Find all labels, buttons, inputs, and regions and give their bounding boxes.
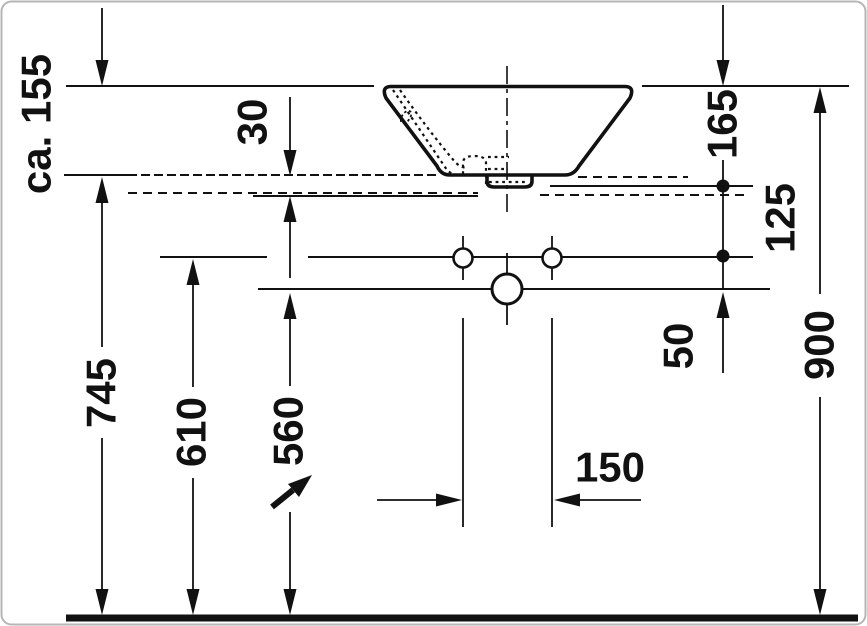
- dim-label-900: 900: [796, 310, 843, 380]
- dim-label-125: 125: [757, 183, 804, 253]
- washbasin-overflow-outlet-dotted: [461, 154, 488, 186]
- arrow-up-countertop: [95, 177, 109, 203]
- dim-label-ca155: ca. 155: [13, 54, 60, 194]
- arrow-up-560: [283, 293, 297, 319]
- northeast-arrow: [270, 487, 295, 510]
- drain-hole: [490, 272, 524, 306]
- dim-label-560: 560: [265, 396, 312, 466]
- arrow-up-900: [813, 87, 827, 113]
- overflow-hole-dotted: [399, 109, 413, 125]
- arrow-down-30: [283, 150, 297, 176]
- arrow-left-150: [554, 493, 580, 507]
- dim-label-745: 745: [78, 358, 125, 428]
- arrow-down-floor-610: [186, 589, 200, 615]
- dim-label-30: 30: [229, 99, 276, 146]
- arrow-down-floor-900: [813, 589, 827, 615]
- tap-hole-left: [452, 247, 474, 269]
- northeast-arrow-head: [288, 475, 312, 497]
- arrow-right-150: [436, 493, 462, 507]
- arrow-up-30-counter: [283, 196, 297, 222]
- dim-label-165: 165: [699, 89, 746, 159]
- arrow-up-610: [186, 259, 200, 285]
- arrow-down-floor-560: [283, 589, 297, 615]
- dim-label-50: 50: [655, 323, 702, 370]
- dim-label-610: 610: [168, 397, 215, 467]
- washbasin-inner-wall-dotted: [392, 89, 461, 177]
- tap-hole-right: [541, 247, 563, 269]
- arrow-down-rim-left: [95, 60, 109, 86]
- arrow-down-floor-745: [95, 589, 109, 615]
- dim-label-150: 150: [575, 444, 645, 491]
- arrow-up-50: [716, 292, 730, 318]
- washbasin-outline: [382, 84, 634, 177]
- arrow-down-rim-right: [716, 60, 730, 86]
